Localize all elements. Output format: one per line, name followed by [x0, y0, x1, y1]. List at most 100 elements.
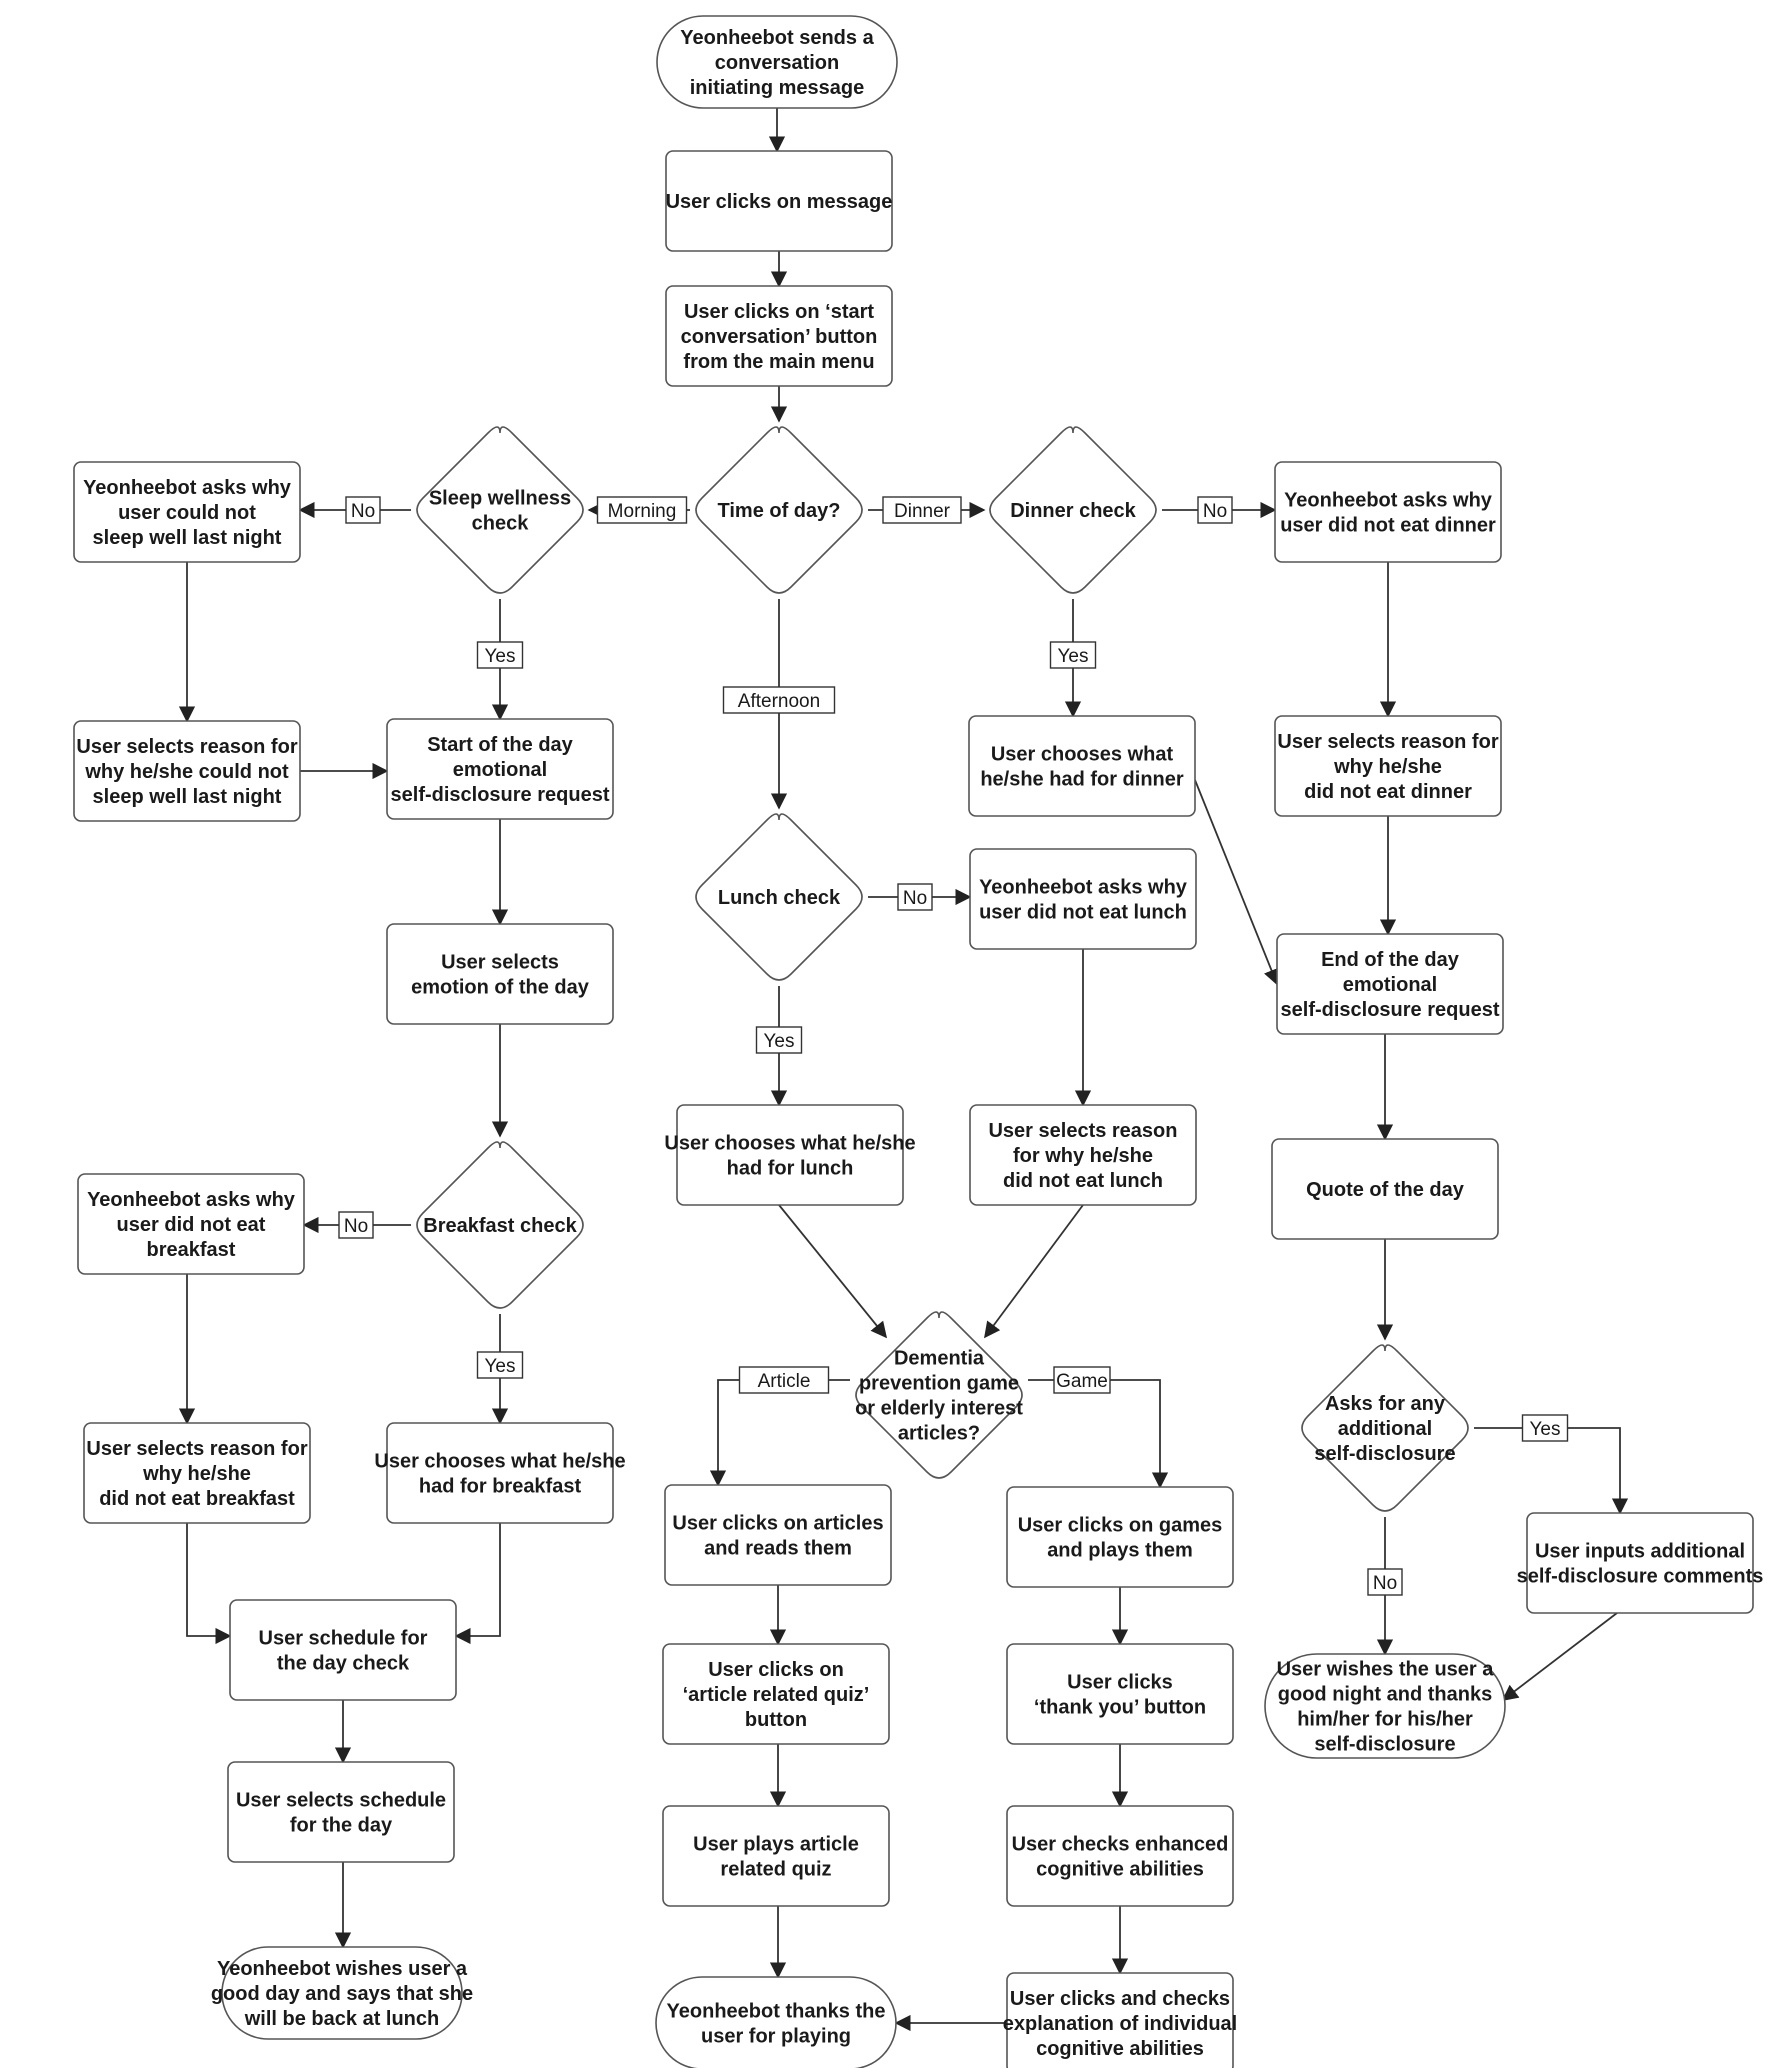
node-shape	[665, 285, 893, 387]
node-label: Lunch check	[718, 887, 841, 909]
node-shape	[695, 426, 863, 594]
edge-label-box	[722, 686, 836, 714]
edge-label-morning: Morning	[596, 496, 688, 524]
node-shape	[1274, 715, 1502, 817]
node-shape	[83, 1422, 311, 1524]
node-shape	[1006, 1805, 1234, 1907]
edge-label-box	[345, 496, 381, 524]
node-label: User clicks on message	[666, 191, 893, 213]
node-breakfast-check: Breakfast check	[416, 1141, 584, 1309]
node-shape	[665, 150, 893, 252]
node-label: Dinner check	[1010, 500, 1136, 522]
edge-label-no: No	[338, 1211, 374, 1239]
edge-label-afternoon: Afternoon	[722, 686, 836, 714]
node-shape	[1006, 1643, 1234, 1745]
edge-label-text: Yes	[1530, 1419, 1561, 1440]
edge-label-box	[476, 641, 524, 669]
node-shape	[656, 15, 898, 109]
edge-label-text: No	[1203, 501, 1227, 522]
node-label: Breakfast check	[423, 1215, 577, 1237]
node-shape	[969, 848, 1197, 950]
edge-label-box	[897, 883, 933, 911]
edge-label-text: Afternoon	[738, 691, 820, 712]
edge-label-box	[755, 1026, 803, 1054]
edge-label-text: Yes	[485, 1356, 516, 1377]
edge-label-yes: Yes	[755, 1026, 803, 1054]
edge-label-no: No	[1197, 496, 1233, 524]
node-quote: Quote of the day	[1271, 1138, 1499, 1240]
node-shape	[1276, 933, 1504, 1035]
edge-label-box	[1521, 1414, 1569, 1442]
edge-chooselunch-to-dementia	[778, 1204, 888, 1339]
edge-label-no: No	[345, 496, 381, 524]
edge-label-text: Yes	[485, 646, 516, 667]
edge-label-box	[738, 1366, 830, 1394]
node-time-of-day: Time of day?	[695, 426, 863, 594]
node-shape	[73, 461, 301, 563]
edge-label-yes: Yes	[1049, 641, 1097, 669]
node-shape	[386, 923, 614, 1025]
edge-label-box	[882, 496, 962, 524]
edge-choosebreakfast-to-schedule	[454, 1523, 501, 1645]
edge-label-text: Game	[1056, 1371, 1108, 1392]
node-shape	[1264, 1653, 1506, 1759]
edge-label-text: No	[344, 1216, 368, 1237]
node-shape	[662, 1805, 890, 1907]
edge-label-game: Game	[1053, 1366, 1111, 1394]
edge-reasonlunch-to-dementia	[984, 1204, 1084, 1339]
edge-label-text: Dinner	[894, 501, 951, 522]
edge-label-text: Article	[758, 1371, 811, 1392]
node-click-message: User clicks on message	[665, 150, 893, 252]
node-shape	[221, 1946, 463, 2040]
edge-label-box	[1197, 496, 1233, 524]
edge-label-text: Yes	[764, 1031, 795, 1052]
edge-label-yes: Yes	[476, 641, 524, 669]
edge-label-dinner: Dinner	[882, 496, 962, 524]
node-shape	[676, 1104, 904, 1206]
